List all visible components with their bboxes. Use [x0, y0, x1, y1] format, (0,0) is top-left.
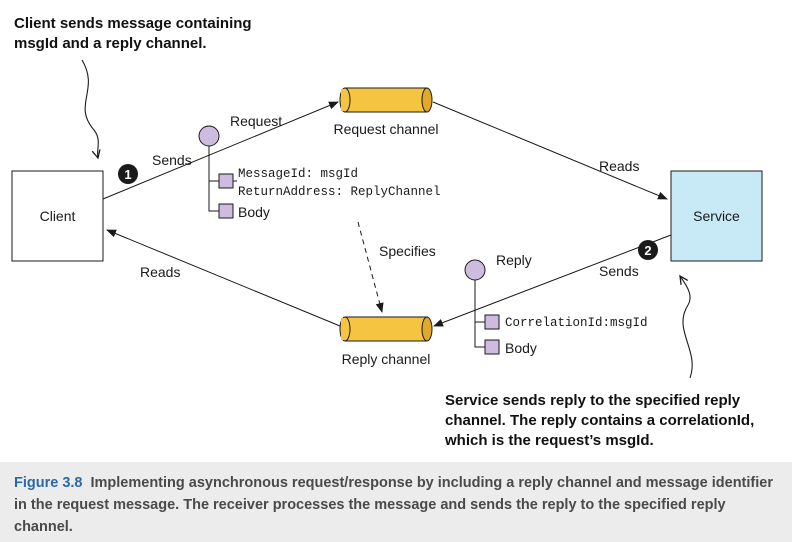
client-annotation-line1: Client sends message containing — [14, 15, 252, 32]
reply-channel-to-client-arrow — [106, 229, 341, 327]
service-box — [670, 170, 763, 262]
reply-message-label: Reply — [496, 252, 532, 268]
service-annotation-line1: Service sends reply to the specified rep… — [445, 392, 741, 409]
sends-label-1: Sends — [152, 152, 192, 168]
reply-channel-label: Reply channel — [342, 351, 431, 367]
request-body-label: Body — [238, 204, 270, 220]
reply-message-icon — [464, 259, 486, 281]
figure-caption-text: Implementing asynchronous request/respon… — [14, 475, 773, 535]
request-message-label: Request — [230, 113, 282, 129]
step-1-marker — [118, 164, 138, 184]
client-annotation-line2: msgId and a reply channel. — [14, 35, 207, 52]
request-channel-icon — [339, 87, 433, 113]
reply-body-label: Body — [505, 340, 537, 356]
request-channel-label: Request channel — [333, 121, 438, 137]
sends-label-2: Sends — [599, 263, 639, 279]
request-header-box — [218, 173, 234, 189]
request-header-returnaddress: ReturnAddress: ReplyChannel — [238, 185, 441, 199]
reads-label-2: Reads — [140, 264, 180, 280]
service-annotation-line3: which is the request’s msgId. — [444, 432, 654, 449]
step-2-number: 2 — [644, 243, 651, 258]
reply-header-correlationid: CorrelationId:msgId — [505, 316, 648, 330]
client-annotation-pointer — [81, 59, 98, 158]
specifies-label: Specifies — [379, 243, 436, 259]
reply-message-tree — [474, 280, 485, 348]
request-channel-to-service-arrow — [432, 101, 668, 200]
request-body-box — [218, 203, 234, 219]
step-2-marker — [638, 240, 658, 260]
request-message-tree — [208, 146, 219, 212]
client-to-request-channel-arrow — [102, 101, 339, 200]
service-to-reply-channel-arrow — [433, 234, 672, 327]
reply-header-box — [484, 314, 500, 330]
service-label: Service — [693, 208, 740, 224]
reply-body-box — [484, 339, 500, 355]
figure-number: Figure 3.8 — [14, 475, 83, 491]
request-message-icon — [198, 125, 220, 147]
reply-channel-icon — [339, 316, 433, 342]
client-box — [11, 170, 104, 262]
service-annotation-line2: channel. The reply contains a correlatio… — [445, 412, 754, 429]
service-annotation-pointer — [680, 276, 693, 379]
specifies-arrow — [357, 221, 384, 313]
client-label: Client — [40, 208, 76, 224]
request-header-messageid: MessageId: msgId — [238, 167, 358, 181]
step-1-number: 1 — [124, 167, 131, 182]
reads-label-1: Reads — [599, 158, 639, 174]
